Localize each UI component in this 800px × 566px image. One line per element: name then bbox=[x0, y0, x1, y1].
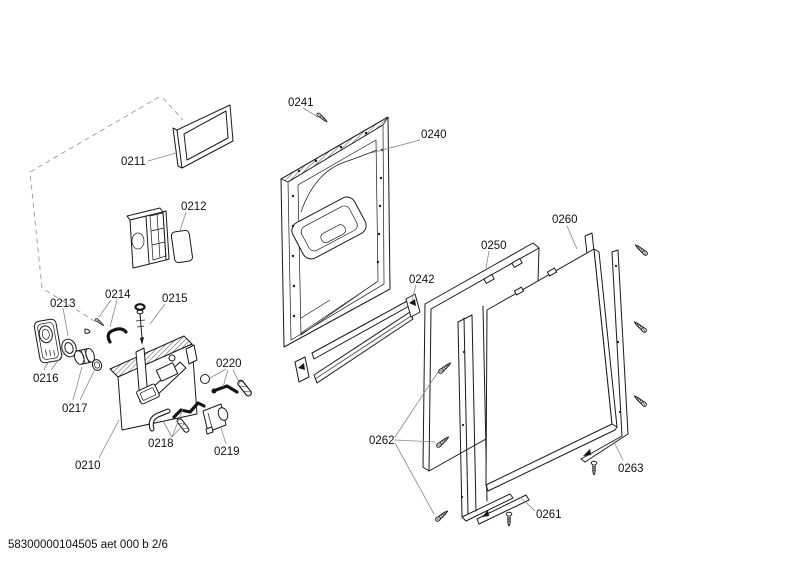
part-0242-trim-strip bbox=[294, 293, 421, 384]
part-0260-outer-door-panel bbox=[485, 232, 618, 492]
door-screw-dots bbox=[291, 131, 384, 318]
part-label-0219: 0219 bbox=[214, 446, 240, 458]
part-label-0213: 0213 bbox=[50, 298, 76, 310]
part-label-0250: 0250 bbox=[481, 240, 507, 252]
part-label-0240: 0240 bbox=[421, 129, 447, 141]
part-0210-dispenser-assembly bbox=[109, 335, 198, 431]
part-label-0220: 0220 bbox=[216, 358, 242, 370]
part-label-0263: 0263 bbox=[618, 463, 644, 475]
part-label-0261: 0261 bbox=[536, 509, 562, 521]
document-number: 58300000104505 aet 000 b 2/6 bbox=[8, 539, 168, 551]
part-0214-fasteners bbox=[84, 317, 128, 344]
part-0217-air-duct bbox=[73, 348, 103, 371]
part-0213-seal-ring bbox=[61, 338, 77, 358]
part-label-0216: 0216 bbox=[33, 373, 59, 385]
part-label-0241: 0241 bbox=[288, 97, 314, 109]
part-0212-module bbox=[126, 207, 193, 269]
part-label-0262: 0262 bbox=[369, 435, 395, 447]
part-0240-inner-door-panel bbox=[280, 116, 391, 348]
part-0211-frame bbox=[172, 104, 234, 169]
part-0218-hoses bbox=[148, 401, 206, 434]
part-label-0260: 0260 bbox=[552, 214, 578, 226]
part-0219-actuator bbox=[202, 403, 229, 435]
part-0261-bottom-rail bbox=[476, 494, 530, 527]
part-label-0214: 0214 bbox=[105, 289, 131, 301]
part-label-0218: 0218 bbox=[148, 438, 174, 450]
part-label-0215: 0215 bbox=[162, 293, 188, 305]
part-0216-vent-grille bbox=[33, 318, 63, 364]
construction-lines bbox=[29, 96, 184, 323]
part-0215-valve bbox=[134, 303, 146, 345]
part-0263-side-trim bbox=[580, 242, 649, 476]
part-0241-screw bbox=[315, 111, 329, 124]
part-label-0242: 0242 bbox=[409, 274, 435, 286]
part-label-0211: 0211 bbox=[121, 156, 146, 168]
part-label-0210: 0210 bbox=[75, 460, 101, 472]
leader-lines bbox=[43, 107, 624, 515]
part-label-0217: 0217 bbox=[62, 403, 88, 415]
part-0220-lever-kit bbox=[200, 374, 254, 398]
part-label-0212: 0212 bbox=[181, 201, 207, 213]
